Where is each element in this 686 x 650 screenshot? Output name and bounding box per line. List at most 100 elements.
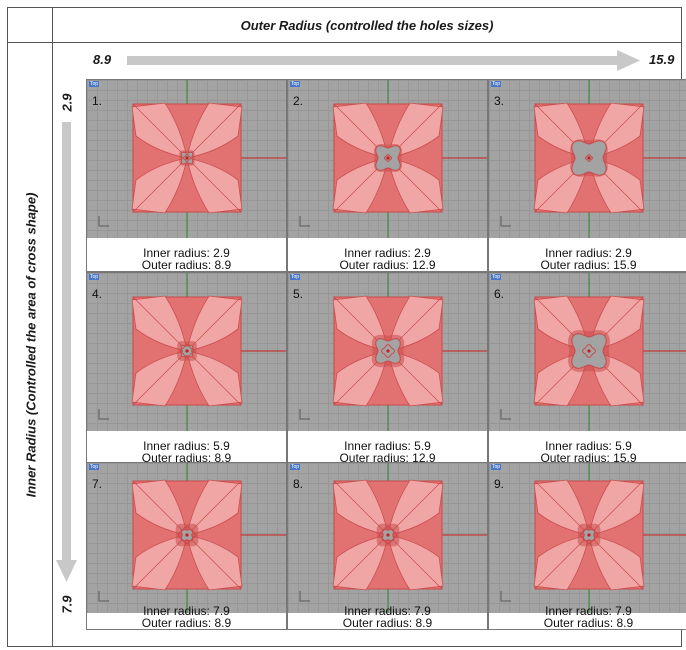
top-viewport: Top 5.	[288, 273, 487, 431]
origin-point	[386, 156, 390, 160]
outer-arrow-shaft	[127, 56, 619, 65]
top-viewport: Top 3.	[489, 80, 686, 238]
inner-arrow-head	[56, 560, 77, 582]
ridge-cable	[132, 296, 188, 352]
panel-geometry	[299, 80, 487, 238]
outer-radius-label: Outer radius: 12.9	[339, 451, 436, 465]
outer-radius-label: Outer radius: 8.9	[543, 616, 634, 630]
column-divider	[52, 8, 53, 646]
cplane-axis-icon	[500, 409, 511, 420]
origin-point	[185, 156, 189, 160]
panel-geometry	[500, 80, 686, 238]
inner-radius-label: Inner radius: 2.9	[344, 246, 431, 260]
origin-point	[386, 349, 390, 353]
inner-cross	[180, 344, 194, 358]
inner-arrow-shaft	[62, 122, 71, 562]
outer-radius-label: Outer radius: 8.9	[141, 451, 232, 465]
row-divider	[8, 42, 681, 43]
cplane-axis-icon	[98, 216, 109, 227]
inner-cross	[381, 344, 395, 358]
cplane-axis-icon	[299, 409, 310, 420]
inner-cross	[582, 344, 596, 358]
top-viewport: Top 2.	[288, 80, 487, 238]
inner-radius-label: Inner radius: 5.9	[344, 439, 431, 453]
viewport-tag: Top	[491, 464, 502, 470]
outer-axis-start-label: 8.9	[93, 52, 112, 67]
panel-number: 2.	[293, 94, 304, 108]
panel-geometry	[299, 273, 487, 431]
outer-radius-title: Outer Radius (controlled the holes sizes…	[240, 17, 494, 33]
top-viewport: Top 9.	[489, 463, 686, 613]
viewport-tag: Top	[89, 464, 100, 470]
panel-number: 6.	[494, 287, 505, 301]
viewport-tag: Top	[290, 81, 301, 87]
inner-cross	[177, 525, 197, 545]
panel-number: 3.	[494, 94, 505, 108]
cplane-axis-icon	[299, 216, 310, 227]
outer-radius-label: Outer radius: 12.9	[339, 258, 436, 272]
origin-point	[587, 156, 591, 160]
origin-point	[185, 349, 189, 353]
inner-radius-label: Inner radius: 7.9	[143, 604, 230, 618]
panel-geometry	[500, 463, 686, 613]
ridge-cable	[186, 350, 242, 406]
outer-arrow-head	[617, 50, 640, 71]
origin-point	[587, 349, 591, 353]
panel-number: 8.	[293, 477, 304, 491]
viewport-tag: Top	[491, 274, 502, 280]
panel-geometry	[500, 273, 686, 431]
inner-radius-label: Inner radius: 7.9	[344, 604, 431, 618]
top-viewport: Top 6.	[489, 273, 686, 431]
inner-axis-start-label: 2.9	[59, 93, 75, 112]
panel-number: 9.	[494, 477, 505, 491]
inner-radius-label: Inner radius: 5.9	[143, 439, 230, 453]
viewport-tag: Top	[290, 274, 301, 280]
panel-number: 7.	[92, 477, 103, 491]
inner-cross	[182, 153, 192, 163]
outer-radius-label: Outer radius: 8.9	[141, 616, 232, 630]
inner-radius-label: Inner radius: 7.9	[545, 604, 632, 618]
panel-number: 1.	[92, 94, 103, 108]
panel-number: 4.	[92, 287, 103, 301]
viewport-tag: Top	[89, 81, 100, 87]
inner-radius-label: Inner radius: 5.9	[545, 439, 632, 453]
panel-geometry	[98, 273, 286, 431]
inner-cross	[579, 525, 599, 545]
inner-axis-end-label: 7.9	[59, 595, 75, 614]
viewport-tag: Top	[491, 81, 502, 87]
ridge-cable	[186, 296, 242, 352]
cplane-axis-icon	[98, 409, 109, 420]
cplane-axis-icon	[299, 591, 310, 602]
inner-radius-label: Inner radius: 2.9	[143, 246, 230, 260]
panel-geometry	[98, 80, 286, 238]
inner-cross	[383, 153, 393, 163]
cplane-axis-icon	[500, 591, 511, 602]
panel-number: 5.	[293, 287, 304, 301]
outer-axis-end-label: 15.9	[649, 52, 675, 67]
ridge-cable	[186, 157, 242, 213]
viewport-tag: Top	[290, 464, 301, 470]
ridge-cable	[132, 103, 188, 159]
outer-radius-label: Outer radius: 8.9	[141, 258, 232, 272]
origin-point	[587, 533, 591, 537]
ridge-cable	[186, 103, 242, 159]
outer-radius-label: Outer radius: 15.9	[540, 451, 637, 465]
top-viewport: Top 1.	[87, 80, 286, 238]
